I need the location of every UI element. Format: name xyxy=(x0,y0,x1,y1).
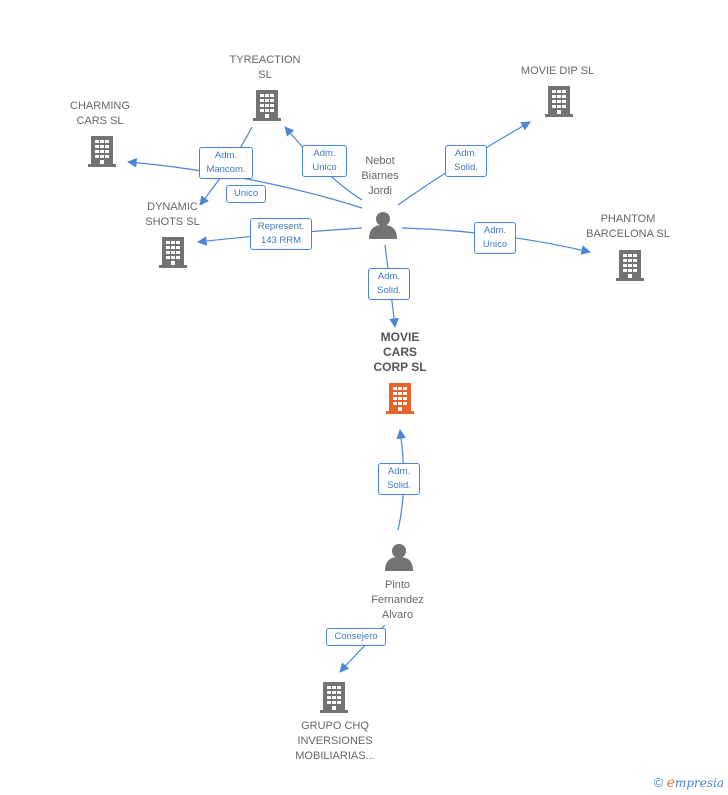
edge-label-consejero: Consejero xyxy=(326,628,386,646)
empresia-logo: © empresia xyxy=(654,775,724,791)
node-moviedip-label[interactable]: MOVIE DIP SL xyxy=(520,65,595,77)
building-icon xyxy=(320,682,348,713)
edge-label-adm-unico-tyreaction: Adm. Unico xyxy=(302,145,347,177)
node-pinto-label[interactable]: Pinto Fernandez Alvaro xyxy=(371,579,424,621)
node-tyreaction-label[interactable]: TYREACTION SL xyxy=(229,54,301,81)
building-icon xyxy=(88,136,116,167)
edge-label-represent: Represent. 143 RRM xyxy=(250,218,312,250)
person-icon xyxy=(385,544,413,571)
person-icon xyxy=(369,212,397,239)
edge-label-adm-solid-pinto: Adm. Solid. xyxy=(378,463,420,495)
node-moviecars-label[interactable]: MOVIE CARS CORP SL xyxy=(373,330,427,374)
building-icon xyxy=(253,90,281,121)
edge-label-unico: Unico xyxy=(226,185,266,203)
copyright-icon: © xyxy=(653,775,664,790)
building-icon xyxy=(159,237,187,268)
edge-label-adm-unico-phantom: Adm. Unico xyxy=(474,222,516,254)
node-dynamic-label[interactable]: DYNAMIC SHOTS SL xyxy=(145,201,200,228)
building-icon xyxy=(545,86,573,117)
node-phantom-label[interactable]: PHANTOM BARCELONA SL xyxy=(586,213,670,240)
node-nebot-label[interactable]: Nebot Biarnes Jordi xyxy=(361,155,399,197)
node-charming-label[interactable]: CHARMING CARS SL xyxy=(70,100,130,127)
edge-label-adm-mancom: Adm. Mancom. xyxy=(199,147,253,179)
node-grupo-label[interactable]: GRUPO CHQ INVERSIONES MOBILIARIAS... xyxy=(295,720,375,762)
brand-name: mpresia xyxy=(674,776,724,790)
building-icon xyxy=(616,250,644,281)
edge-label-adm-solid-moviecars: Adm. Solid. xyxy=(368,268,410,300)
brand-initial: e xyxy=(666,775,675,791)
building-icon-main xyxy=(386,383,414,414)
edge-label-adm-solid-moviedip: Adm. Solid. xyxy=(445,145,487,177)
